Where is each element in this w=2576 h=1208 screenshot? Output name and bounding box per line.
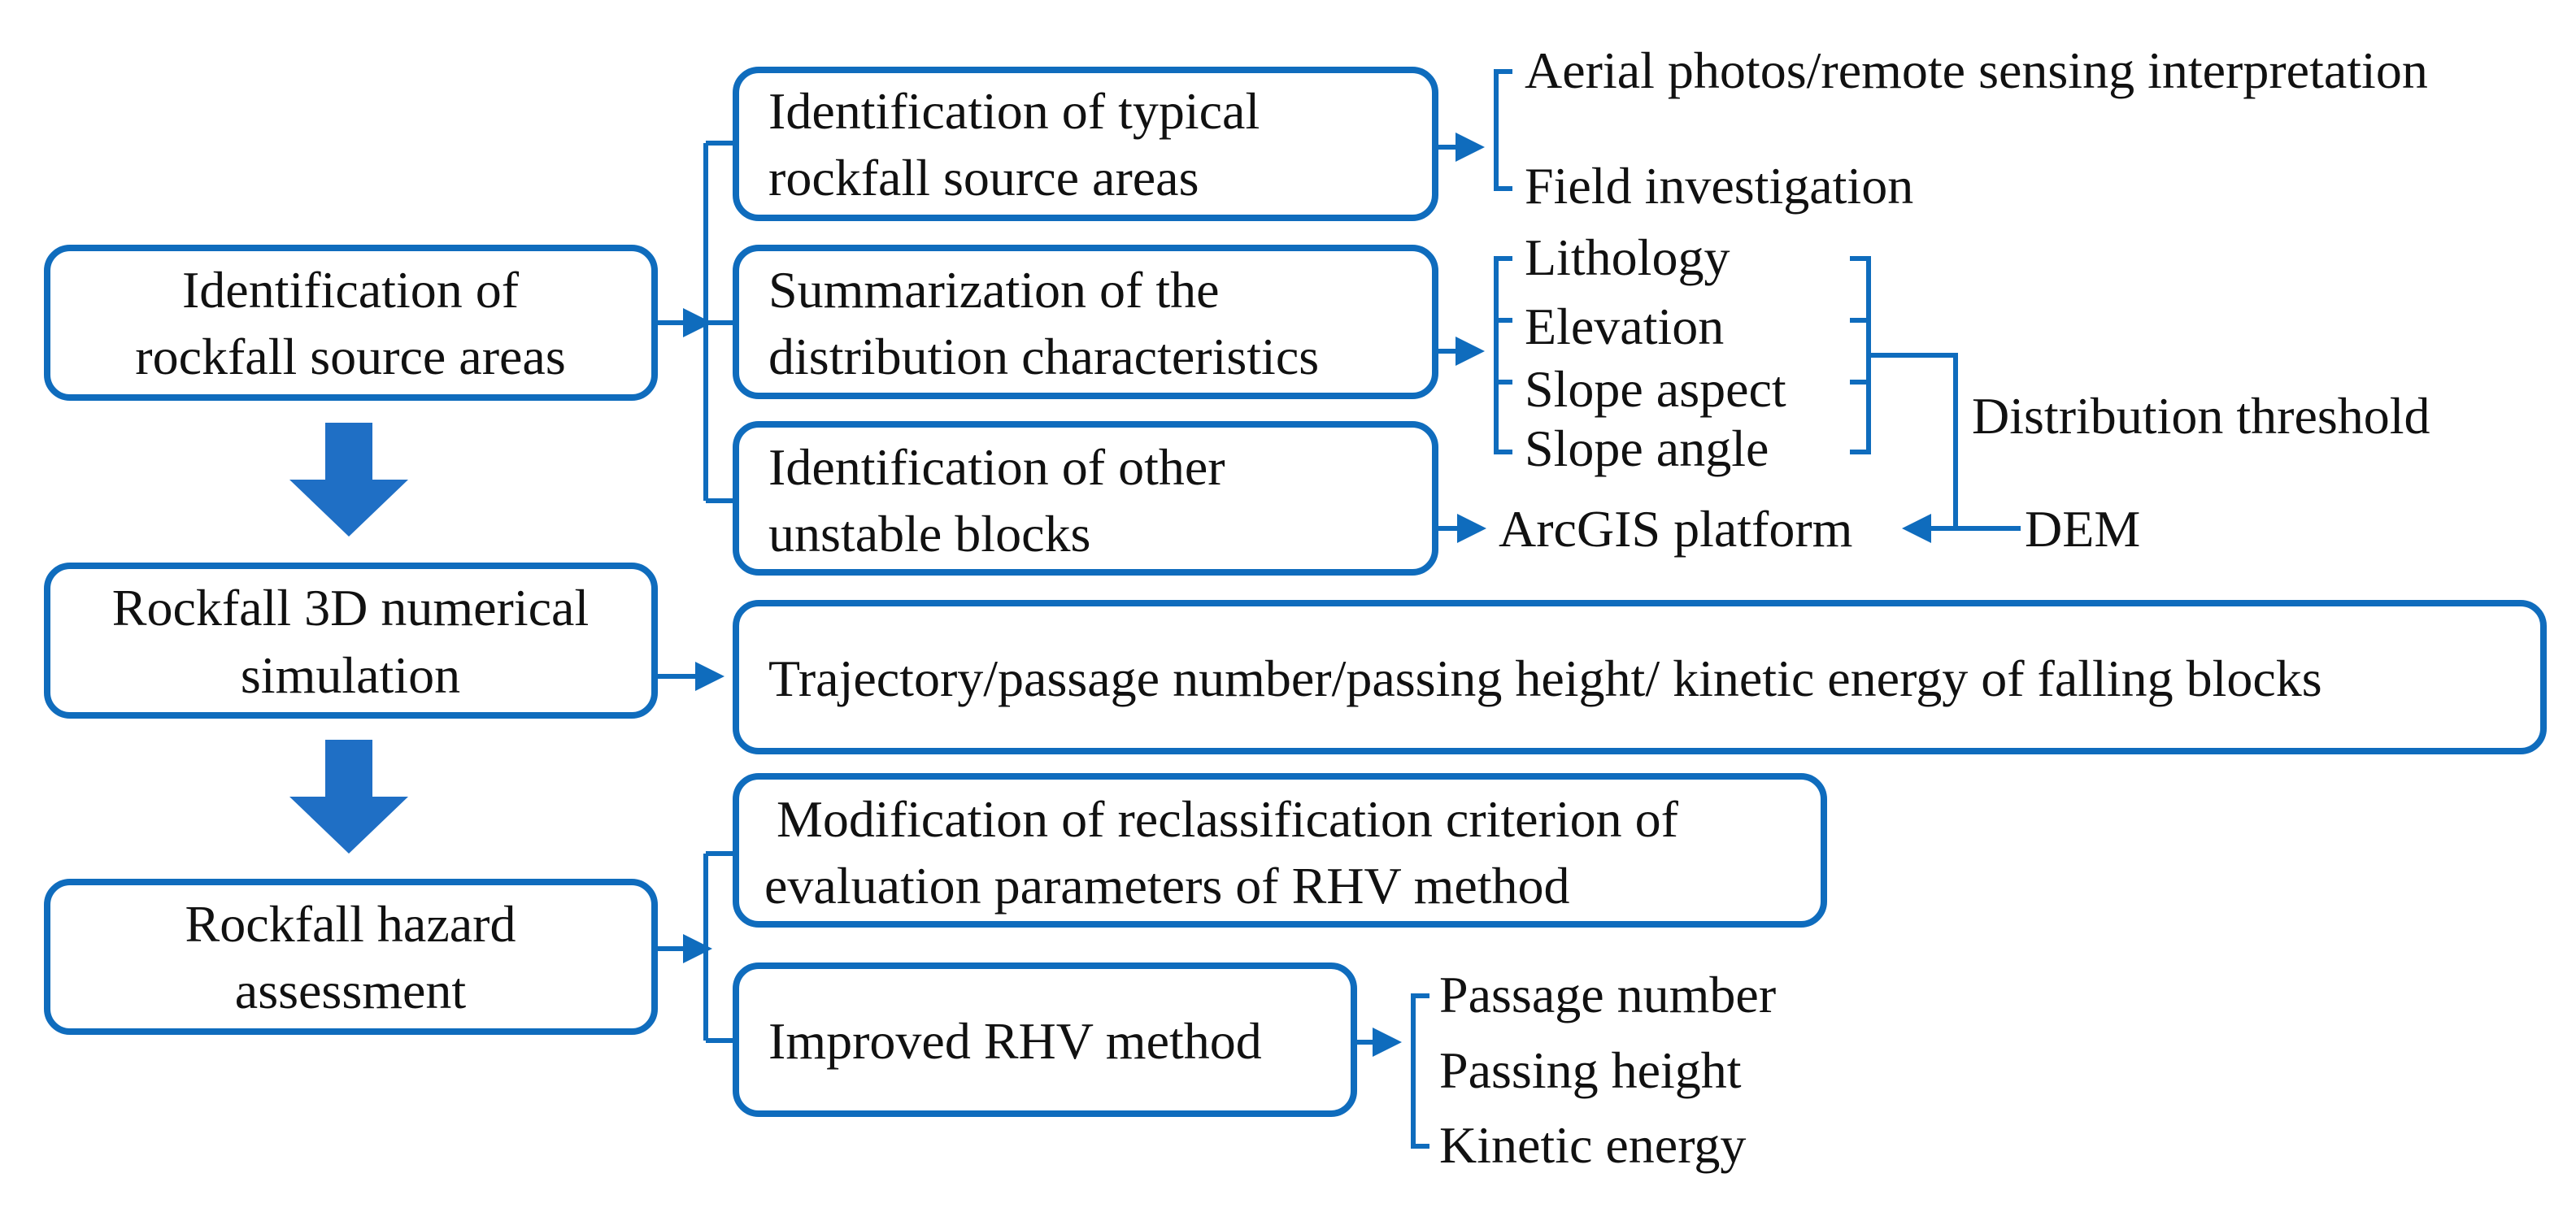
box-typical-source-areas: Identification of typical rockfall sourc… [733,67,1438,221]
box-typical-line1: Identification of typical [768,82,1260,140]
box-typical-line2: rockfall source areas [768,149,1199,206]
label-field-investigation: Field investigation [1525,157,1913,215]
label-distribution-threshold: Distribution threshold [1972,387,2430,445]
box-other-line2: unstable blocks [768,505,1090,563]
box-modification-line1: Modification of reclassification criteri… [777,790,1679,848]
box-identification-line1: Identification of [182,261,520,319]
box-assessment-line2: assessment [235,962,467,1019]
label-simulation-output: Trajectory/passage number/passing height… [768,650,2322,707]
label-improved-rhv: Improved RHV method [768,1012,1262,1070]
box-summarization: Summarization of the distribution charac… [733,245,1438,399]
box-summarization-line1: Summarization of the [768,261,1220,319]
label-slope-aspect: Slope aspect [1525,360,1786,418]
bracket-typical [1494,69,1512,191]
box-summarization-line2: distribution characteristics [768,328,1319,385]
label-arcgis-platform: ArcGIS platform [1499,500,1852,558]
box-simulation-output: Trajectory/passage number/passing height… [733,600,2547,754]
label-elevation: Elevation [1525,298,1724,355]
box-other-line1: Identification of other [768,438,1225,496]
box-other-unstable-blocks: Identification of other unstable blocks [733,421,1438,576]
box-hazard-assessment: Rockfall hazard assessment [44,879,658,1035]
label-dem: DEM [2025,500,2140,558]
threshold-connector [1869,353,1958,528]
label-passing-height: Passing height [1439,1041,1742,1099]
down-arrow-icon [289,740,408,854]
box-improved-rhv: Improved RHV method [733,962,1357,1117]
box-modification-criterion: Modification of reclassification criteri… [733,773,1827,928]
box-assessment-line1: Rockfall hazard [185,895,516,953]
label-aerial-photos: Aerial photos/remote sensing interpretat… [1525,41,2428,99]
label-passage-number: Passage number [1439,966,1776,1023]
label-slope-angle: Slope angle [1525,419,1769,477]
bracket-factors-left [1494,256,1512,454]
bracket-metrics [1411,993,1429,1149]
box-identification-line2: rockfall source areas [135,328,565,385]
box-rockfall-simulation: Rockfall 3D numerical simulation [44,563,658,719]
box-simulation-line1: Rockfall 3D numerical [112,579,589,637]
label-kinetic-energy: Kinetic energy [1439,1116,1746,1174]
down-arrow-icon [289,423,408,537]
box-simulation-line2: simulation [241,646,460,704]
box-identification-source-areas: Identification of rockfall source areas [44,245,658,401]
box-modification-line2: evaluation parameters of RHV method [764,857,1570,915]
label-lithology: Lithology [1525,228,1730,286]
bracket-factors-right [1850,256,1871,454]
